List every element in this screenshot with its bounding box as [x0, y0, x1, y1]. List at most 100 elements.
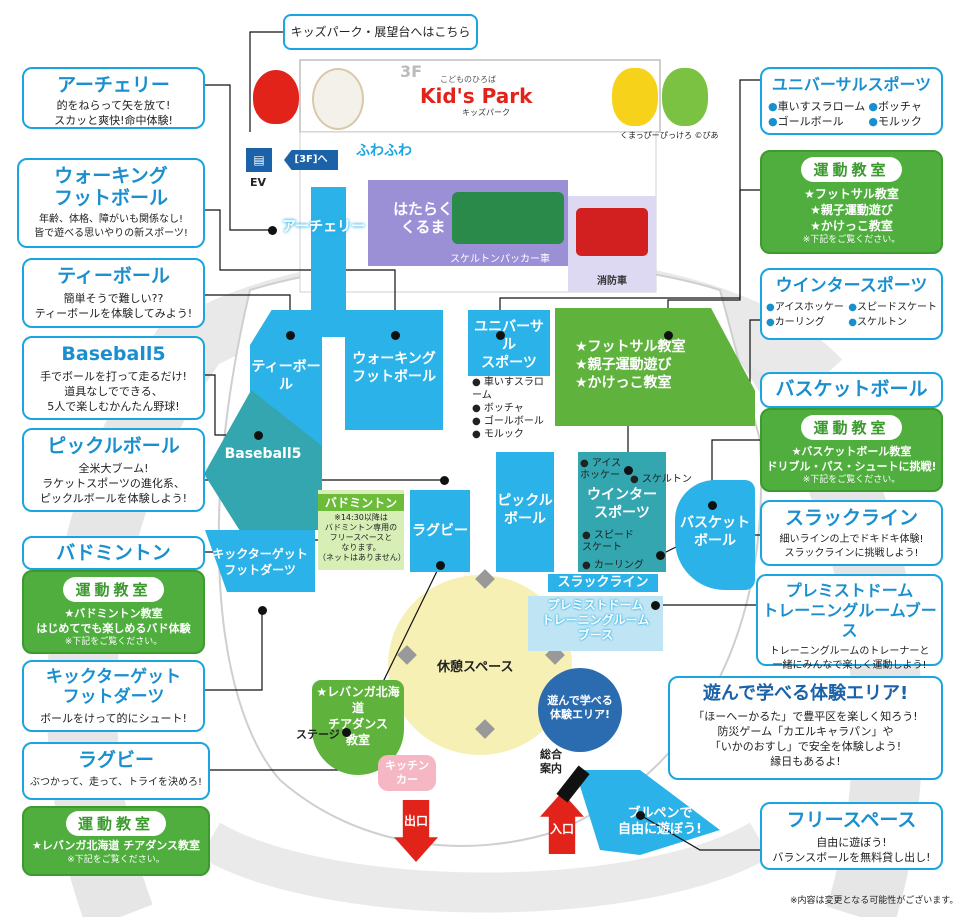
firetruck-zone[interactable]: 消防車 — [568, 196, 656, 292]
walking-marker — [391, 331, 400, 340]
winter-sports-zone[interactable]: ウインター スポーツ — [578, 452, 666, 572]
pickleball-card[interactable]: ピックルボール 全米大ブーム! ラケットスポーツの進化系、 ピックルボールを体験… — [22, 428, 205, 512]
premist-card[interactable]: プレミストドーム トレーニングルームブース トレーニングルームのトレーナーと 一… — [756, 574, 943, 671]
archery-card-title: アーチェリー — [57, 74, 170, 96]
fuwafuwa-label: ふわふわ — [356, 143, 412, 159]
kicktarget-card-title: キックターゲット フットダーツ — [45, 667, 182, 707]
mascot-label-frog: ぴっけろ ©ぴあ — [660, 131, 719, 140]
kids-park-direction-text: キッズパーク・展望台へはこちら — [290, 25, 471, 39]
universal-class-card[interactable]: 運動教室 ★フットサル教室 ★親子運動遊び ★かけっこ教室 ※下記をご覧ください… — [760, 150, 943, 254]
baseball5-card[interactable]: Baseball5 手でボールを打って走るだけ! 道具なしでできる、 5人で楽し… — [22, 336, 205, 420]
walking-card[interactable]: ウォーキング フットボール 年齢、体格、障がいも関係なし! 皆で遊べる思いやりの… — [17, 158, 205, 248]
badminton-class-note: ※下記をご覧ください。 — [64, 637, 163, 647]
walking-card-title: ウォーキング フットボール — [53, 165, 168, 209]
archery-card[interactable]: アーチェリー 的をねらって矢を放て! スカッと爽快!命中体験! — [22, 67, 205, 129]
universal-card-item-1: ●車いすスラローム — [768, 100, 866, 113]
premist-card-body: トレーニングルームのトレーナーと 一緒にみんなで楽しく運動しよう! — [769, 646, 930, 671]
pickleball-zone[interactable]: ピックル ボール — [496, 452, 554, 572]
basketball-card[interactable]: バスケットボール — [760, 372, 943, 408]
universal-class-note: ※下記をご覧ください。 — [802, 235, 901, 245]
universal-card-item-3: ●ゴールボール — [768, 115, 844, 128]
badminton-zone[interactable]: バドミントン ※14:30以降は バドミントン専用の フリースペースと なります… — [318, 490, 406, 570]
walking-football-zone-label: ウォーキング フットボール — [352, 351, 436, 385]
badminton-class-body: ★バドミントン教室 はじめてでも楽しめるバド体験 — [36, 607, 191, 635]
pickleball-zone-label: ピックル ボール — [497, 493, 553, 527]
basketball-class-badge: 運動教室 — [801, 415, 902, 440]
badminton-class-card[interactable]: 運動教室 ★バドミントン教室 はじめてでも楽しめるバド体験 ※下記をご覧ください… — [22, 570, 205, 654]
badminton-class-badge: 運動教室 — [63, 577, 164, 602]
baseball5-zone-label: Baseball5 — [224, 446, 302, 462]
baseball5-marker — [254, 431, 263, 440]
kicktarget-marker — [258, 606, 267, 615]
pickleball-card-title: ピックルボール — [47, 435, 180, 457]
packer-truck-icon — [452, 192, 564, 244]
elevator-arrow[interactable]: [3F]へ — [284, 150, 338, 170]
bear-mascot-icon — [612, 68, 658, 126]
slackline-zone-label: スラックライン — [557, 575, 649, 590]
winter-card[interactable]: ウインタースポーツ ●アイスホッケー ●スピードスケート ●カーリング ●スケル… — [760, 268, 943, 340]
baseball5-card-body: 手でボールを打って走るだけ! 道具なしでできる、 5人で楽しむかんたん野球! — [40, 370, 187, 413]
universal-card[interactable]: ユニバーサルスポーツ ●車いすスラローム ●ボッチャ ●ゴールボール ●モルック — [760, 67, 943, 135]
basketball-class-note: ※下記をご覧ください。 — [802, 475, 901, 485]
info-desk-label: 総合 案内 — [540, 748, 562, 775]
kicktarget-card[interactable]: キックターゲット フットダーツ ボールをけって的にシュート! — [22, 660, 205, 732]
winter-card-item-2: ●スピードスケート — [848, 302, 937, 313]
walking-card-body: 年齢、体格、障がいも関係なし! 皆で遊べる思いやりの新スポーツ! — [34, 214, 188, 239]
rest-space-label: 休憩スペース — [437, 660, 514, 675]
teeball-card[interactable]: ティーボール 簡単そうで難しい?? ティーボールを体験してみよう! — [22, 258, 205, 328]
play-learn-card[interactable]: 遊んで学べる体験エリア! 「ほーへーかるた」で豊平区を楽しく知ろう! 防災ゲーム… — [668, 676, 943, 780]
winter-card-list: ●アイスホッケー ●スピードスケート ●カーリング ●スケルトン — [762, 300, 941, 330]
premist-zone[interactable]: プレミストドーム トレーニングルーム ブース — [528, 596, 663, 651]
kitchen-car-zone[interactable]: キッチン カー — [378, 755, 436, 791]
play-learn-zone[interactable]: 遊んで学べる 体験エリア! — [538, 668, 622, 752]
exit-label: 出口 — [403, 814, 428, 828]
rugby-card[interactable]: ラグビー ぶつかって、走って、トライを決めろ! — [22, 742, 210, 800]
archery-marker — [268, 226, 277, 235]
kids-park-name: キッズパーク — [462, 108, 510, 117]
frog-mascot-icon — [662, 68, 708, 126]
universal-card-title: ユニバーサルスポーツ — [771, 75, 932, 94]
rugby-zone[interactable]: ラグビー — [410, 490, 470, 572]
floor-label: 3F — [400, 62, 423, 81]
slackline-card[interactable]: スラックライン 細いラインの上でドキドキ体験! スラックラインに挑戦しよう! — [760, 500, 943, 566]
bullpen-label: ブルペンで 自由に遊ぼう! — [618, 806, 702, 837]
kicktarget-zone-label: キックターゲット フットダーツ — [212, 547, 308, 577]
badminton-card[interactable]: バドミントン — [22, 536, 205, 570]
teeball-zone-label: ティーボール — [251, 359, 321, 393]
elevator-icon[interactable]: ▤ — [246, 148, 272, 172]
futsal-class-zone-label: ★フットサル教室 ★親子運動遊び ★かけっこ教室 — [575, 339, 686, 391]
walking-football-zone[interactable]: ウォーキング フットボール — [345, 310, 443, 430]
universal-sports-zone[interactable]: ユニバーサル スポーツ ● 車いすスラローム ● ボッチャ ● ゴールボール ●… — [468, 310, 550, 441]
levanga-class-card[interactable]: 運動教室 ★レバンガ北海道 チアダンス教室 ※下記をご覧ください。 — [22, 806, 210, 876]
pickleball-card-body: 全米大ブーム! ラケットスポーツの進化系、 ピックルボールを体験しよう! — [39, 462, 188, 505]
universal-card-item-2: ●ボッチャ — [868, 100, 922, 113]
sheep-mascot-icon — [312, 68, 364, 130]
firetruck-label: 消防車 — [597, 276, 627, 287]
universal-item-3: ● ゴールボール — [472, 416, 544, 427]
footnote: ※内容は変更となる可能性がございます。 — [790, 896, 959, 906]
hataraku-kuruma-label: はたらく くるま — [393, 200, 453, 236]
free-space-card-body: 自由に遊ぼう! バランスボールを無料貸し出し! — [772, 836, 931, 864]
rugby-card-body: ぶつかって、走って、トライを決めろ! — [29, 777, 202, 788]
premist-zone-label: プレミストドーム トレーニングルーム ブース — [541, 598, 650, 642]
slackline-zone[interactable]: スラックライン — [548, 574, 658, 592]
basketball-zone-label: バスケット ボール — [680, 515, 750, 549]
winter-item-3: ● スピード スケート — [582, 530, 634, 553]
badminton-card-title: バドミントン — [56, 542, 171, 564]
play-learn-zone-label: 遊んで学べる 体験エリア! — [547, 694, 613, 721]
universal-item-2: ● ボッチャ — [472, 403, 524, 414]
basketball-zone[interactable]: バスケット ボール — [675, 480, 755, 590]
free-space-card[interactable]: フリースペース 自由に遊ぼう! バランスボールを無料貸し出し! — [760, 802, 943, 870]
basketball-card-title: バスケットボール — [775, 378, 928, 400]
archery-zone-label: アーチェリー — [282, 219, 366, 235]
kicktarget-card-body: ボールをけって的にシュート! — [40, 712, 187, 725]
free-marker — [636, 811, 645, 820]
basketball-class-card[interactable]: 運動教室 ★バスケットボール教室 ドリブル・パス・シュートに挑戦! ※下記をご覧… — [760, 408, 943, 492]
baseball5-card-title: Baseball5 — [61, 343, 166, 365]
universal-item-1: ● 車いすスラローム — [472, 377, 544, 401]
teeball-marker — [286, 331, 295, 340]
universal-item-4: ● モルック — [472, 429, 524, 440]
kids-park-direction-card[interactable]: キッズパーク・展望台へはこちら — [283, 14, 478, 50]
universal-class-body: ★フットサル教室 ★親子運動遊び ★かけっこ教室 — [804, 187, 899, 233]
winter-item-4: ● カーリング — [582, 560, 644, 571]
